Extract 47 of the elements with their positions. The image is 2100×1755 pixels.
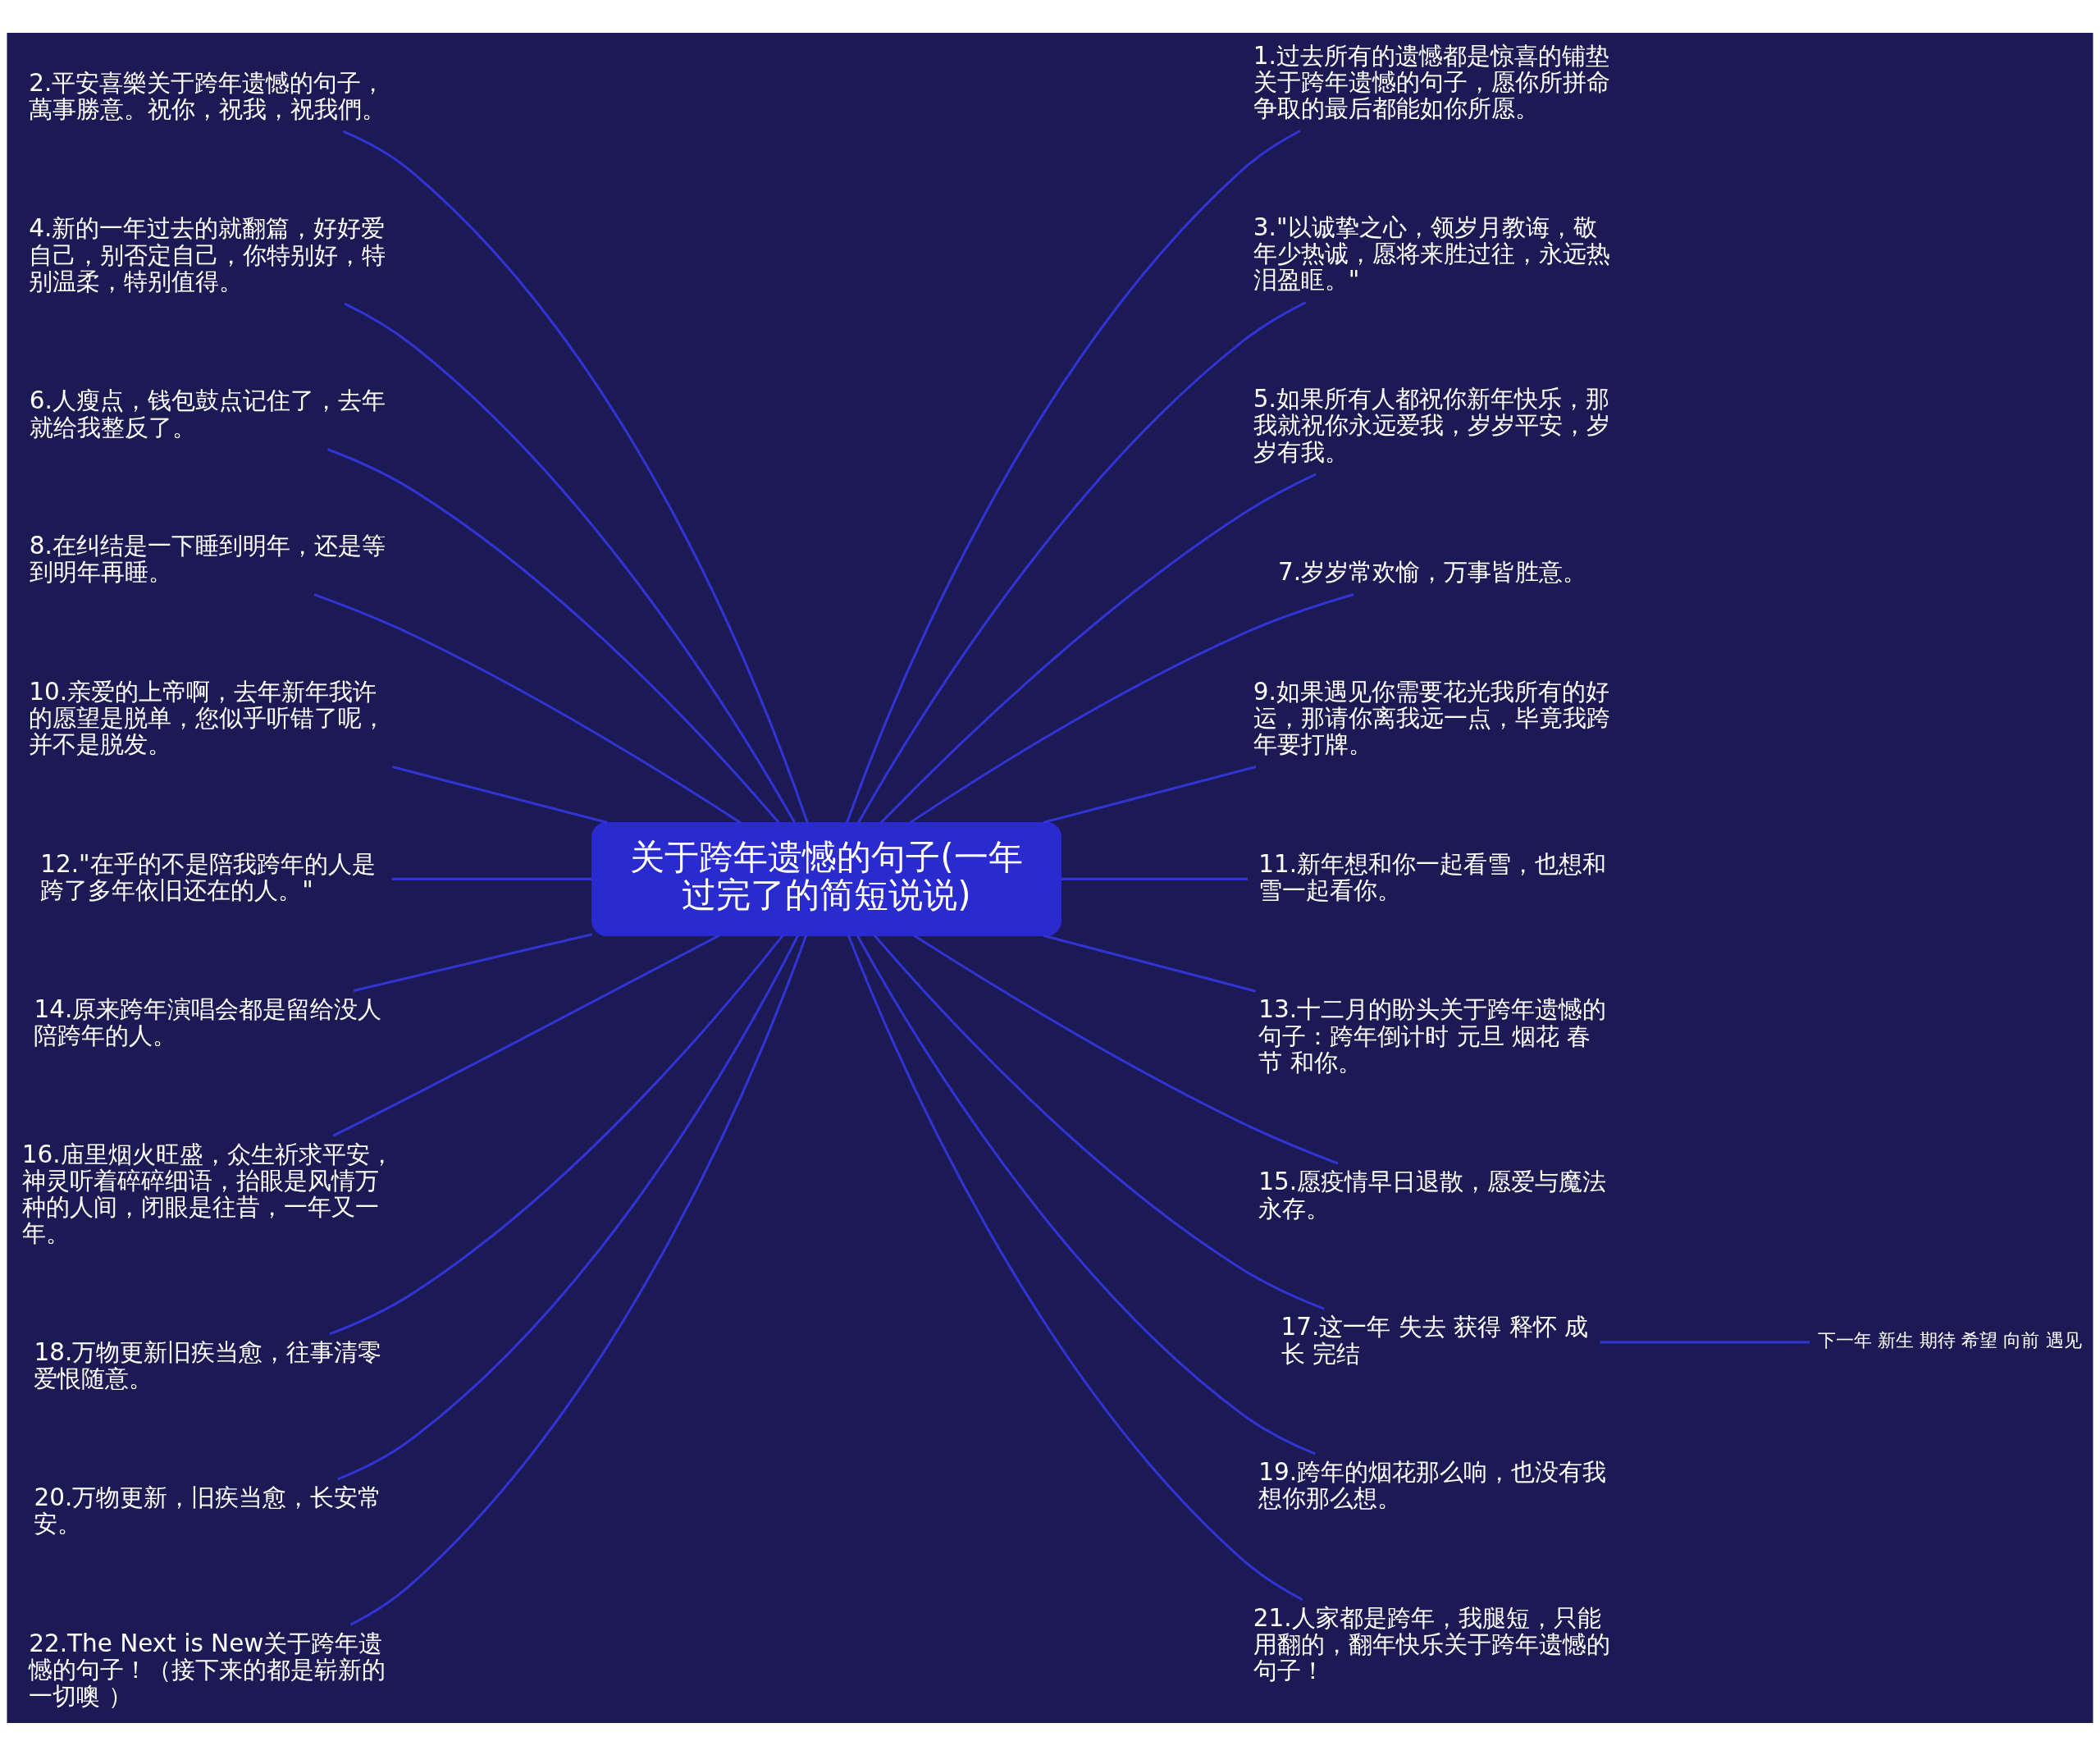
connector bbox=[1043, 934, 1257, 993]
node-text: 6.人瘦点，钱包鼓点记住了，去年就给我整反了。 bbox=[29, 386, 386, 441]
connector bbox=[846, 129, 1301, 823]
node-text: 9.如果遇见你需要花光我所有的好运，那请你离我远一点，毕竟我跨年要打牌。 bbox=[1253, 677, 1610, 758]
connector bbox=[391, 765, 608, 824]
node-text: 19.跨年的烟花那么响，也没有我想你那么想。 bbox=[1258, 1457, 1607, 1512]
node-text: 21.人家都是跨年，我腿短，只能用翻的，翻年快乐关于跨年遗憾的句子！ bbox=[1253, 1603, 1610, 1684]
connector bbox=[344, 302, 796, 823]
node-text: 8.在纠结是一下睡到明年，还是等到明年再睡。 bbox=[29, 531, 386, 586]
connector bbox=[327, 447, 780, 823]
node-text: 14.原来跨年演唱会都是留给没人陪跨年的人。 bbox=[34, 994, 382, 1049]
node-text: 1.过去所有的遗憾都是惊喜的铺垫关于跨年遗憾的句子，愿你所拼命争取的最后都能如你所愿。 bbox=[1253, 41, 1610, 122]
node-text: 3."以诚挚之心，领岁月教诲，敬年少热诚，愿将来胜过往，永远热泪盈眶。" bbox=[1253, 213, 1610, 294]
node-text: 12."在乎的不是陪我跨年的人是跨了多年依旧还在的人。" bbox=[40, 849, 376, 904]
node-text: 5.如果所有人都祝你新年快乐，那我就祝你永远爱我，岁岁平安，岁岁有我。 bbox=[1253, 384, 1610, 466]
node-text: 20.万物更新，旧疾当愈，长安常安。 bbox=[34, 1483, 382, 1538]
connector bbox=[856, 935, 1316, 1455]
connector bbox=[880, 473, 1317, 824]
node-text: 18.万物更新旧疾当愈，往事清零爱恨随意。 bbox=[34, 1337, 382, 1392]
node-text: 22.The Next is New关于跨年遗憾的句子！（接下来的都是崭新的一切噢 ） bbox=[29, 1629, 386, 1710]
connector bbox=[391, 877, 592, 880]
connector bbox=[910, 592, 1354, 824]
connector bbox=[342, 130, 809, 823]
node-text: 16.庙里烟火旺盛，众生祈求平安，神灵听着碎碎细语，抬眼是风情万种的人间，闭眼是往昔，一年又一年。 bbox=[21, 1140, 394, 1247]
node-text: 2.平安喜樂关于跨年遗憾的句子，萬事勝意。祝你，祝我，祝我們。 bbox=[29, 68, 386, 123]
node-text: 15.愿疫情早日退散，愿爱与魔法永存。 bbox=[1258, 1167, 1607, 1223]
node-box: 关于跨年遗憾的句子(一年过完了的简短说说) bbox=[591, 821, 1062, 936]
connector bbox=[1600, 1340, 1810, 1343]
connector bbox=[847, 935, 1303, 1601]
node-text: 下一年 新生 期待 希望 向前 遇见 bbox=[1817, 1328, 2082, 1351]
node-text: 10.亲爱的上帝啊，去年新年我许的愿望是脱单，您似乎听错了呢，并不是脱发。 bbox=[29, 677, 386, 758]
connector bbox=[337, 935, 800, 1480]
connector bbox=[857, 300, 1307, 823]
node-text: 13.十二月的盼头关于跨年遗憾的句子：跨年倒计时 元旦 烟花 春节 和你。 bbox=[1258, 994, 1607, 1076]
connector bbox=[1061, 877, 1248, 880]
connector bbox=[353, 932, 593, 992]
connector bbox=[874, 934, 1325, 1310]
node-text: 4.新的一年过去的就翻篇，好好爱自己，别否定自己，你特别好，特别温柔，特别值得。 bbox=[29, 213, 386, 295]
node-text: 11.新年想和你一起看雪，也想和雪一起看你。 bbox=[1258, 849, 1607, 904]
connector bbox=[313, 592, 742, 824]
connector bbox=[329, 934, 784, 1335]
connector bbox=[332, 934, 720, 1137]
node-text: 17.这一年 失去 获得 释怀 成长 完结 bbox=[1281, 1312, 1588, 1367]
connector bbox=[913, 934, 1339, 1165]
connector bbox=[349, 935, 808, 1626]
connector bbox=[1043, 765, 1257, 824]
node-text: 7.岁岁常欢愉，万事皆胜意。 bbox=[1278, 557, 1587, 586]
